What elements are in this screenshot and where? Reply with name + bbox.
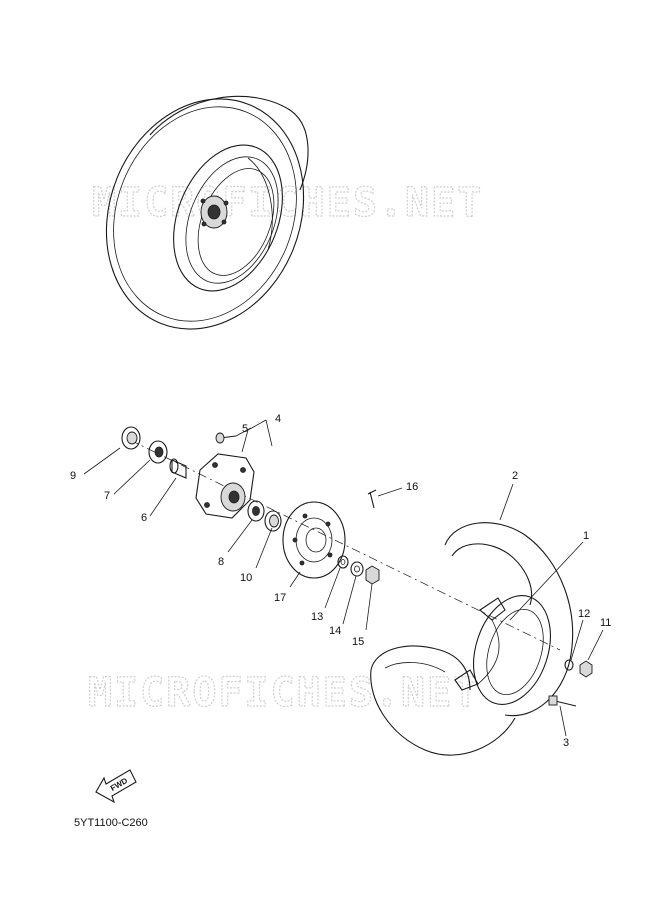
callout-1: 1	[583, 530, 589, 542]
callout-12: 12	[578, 608, 590, 620]
assembly-axis	[129, 439, 561, 651]
callout-10: 10	[240, 572, 252, 584]
bearing-outer	[247, 500, 265, 522]
callout-9: 9	[70, 470, 76, 482]
valve-washer	[564, 659, 574, 671]
callout-8: 8	[218, 556, 224, 568]
watermark-top: MICROFICHES.NET	[92, 180, 483, 226]
wheel-hub	[195, 453, 255, 519]
tire-valve	[548, 695, 577, 707]
bearing-inner	[148, 440, 168, 464]
callouts: 1 2 3 4 5 6 7 8 9 10 11 12 13 14 15 16 1…	[70, 413, 611, 749]
castle-nut	[365, 565, 380, 585]
tire	[370, 522, 574, 756]
wheel-rim	[454, 595, 551, 705]
assembled-wheel	[105, 95, 309, 330]
fwd-arrow-icon: FWD	[95, 769, 137, 804]
callout-11: 11	[600, 617, 611, 629]
brake-disc	[282, 501, 346, 579]
leader-lines	[83, 419, 604, 737]
callout-2: 2	[512, 470, 518, 482]
cotter-pin	[367, 489, 377, 509]
oil-seal-outer	[264, 510, 282, 532]
callout-15: 15	[352, 636, 364, 648]
callout-13: 13	[311, 611, 323, 623]
watermark-bottom: MICROFICHES.NET	[88, 670, 479, 716]
spacer	[169, 458, 187, 479]
callout-16: 16	[406, 481, 418, 493]
callout-17: 17	[274, 592, 286, 604]
callout-14: 14	[329, 625, 341, 637]
callout-3: 3	[563, 737, 569, 749]
hub-bolt	[215, 432, 237, 444]
diagram-code: 5YT1100-C260	[74, 817, 148, 829]
fwd-label: FWD	[109, 776, 129, 793]
washer-small	[337, 555, 349, 569]
callout-7: 7	[104, 490, 110, 502]
callout-4: 4	[275, 413, 281, 425]
washer-large	[350, 561, 364, 577]
callout-5: 5	[242, 423, 248, 435]
callout-6: 6	[141, 512, 147, 524]
valve-nut	[579, 660, 593, 678]
oil-seal	[121, 426, 141, 450]
